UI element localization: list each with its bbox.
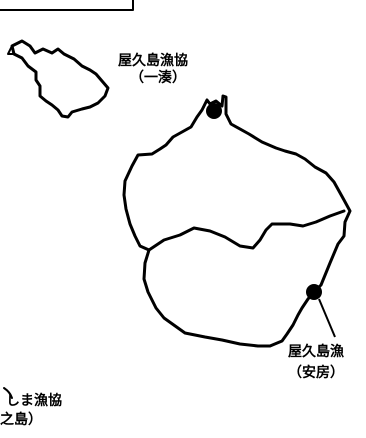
north-cooperative-name: 屋久島漁協 <box>118 52 188 69</box>
east-leader-line <box>318 298 336 338</box>
north-cooperative-marker <box>206 103 222 119</box>
east-cooperative-location: （安房） <box>288 364 344 381</box>
main-island-outline <box>122 94 352 348</box>
southwest-cooperative-location: 之島） <box>0 411 42 428</box>
map-frame-corner <box>0 0 134 11</box>
small-island-headland <box>7 45 15 55</box>
east-cooperative-marker <box>306 284 322 300</box>
internal-boundary <box>147 209 346 252</box>
southwest-cooperative-name: しま漁協 <box>6 392 62 409</box>
small-island-outline <box>10 39 110 119</box>
east-cooperative-name: 屋久島漁 <box>288 343 344 360</box>
southwest-leader-mark <box>3 387 13 399</box>
north-cooperative-location: （一湊） <box>130 69 186 86</box>
